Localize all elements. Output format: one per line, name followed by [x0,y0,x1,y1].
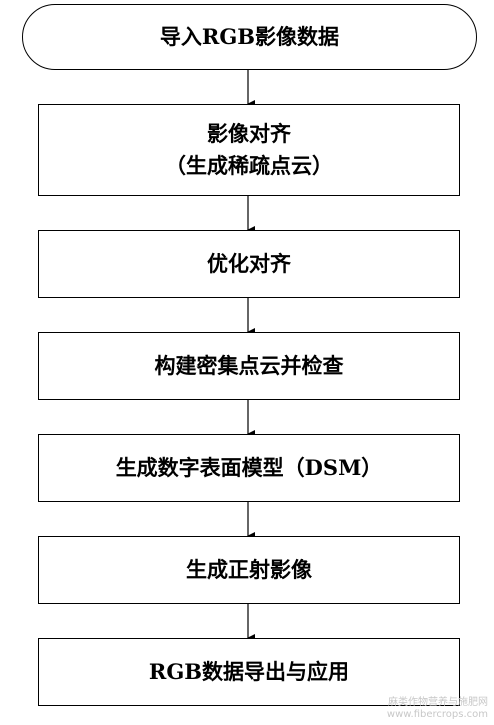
watermark-url: www.fibercrops.com [386,709,488,720]
step-dense-cloud-label: 构建密集点云并检查 [154,353,344,378]
watermark: 麻类作物营养与施肥网 www.fibercrops.com [387,697,488,721]
start-node: 导入RGB影像数据 [22,4,477,70]
step-optimize-alignment: 优化对齐 [38,230,460,298]
step-generate-dsm: 生成数字表面模型（DSM） [38,434,460,502]
step-align-images: 影像对齐 （生成稀疏点云） [38,104,460,196]
step-export-apply: RGB数据导出与应用 [38,638,460,706]
step-optimize-alignment-label: 优化对齐 [207,251,291,276]
step-align-images-label: 影像对齐 [207,121,291,146]
step-orthophoto: 生成正射影像 [38,536,460,604]
step-generate-dsm-label: 生成数字表面模型（DSM） [115,455,383,480]
watermark-site-name: 麻类作物营养与施肥网 [388,697,488,708]
step-export-apply-label: RGB数据导出与应用 [148,659,350,684]
step-orthophoto-label: 生成正射影像 [186,557,312,582]
start-node-label: 导入RGB影像数据 [159,24,340,49]
step-align-images-sublabel: （生成稀疏点云） [165,153,333,178]
step-dense-cloud: 构建密集点云并检查 [38,332,460,400]
